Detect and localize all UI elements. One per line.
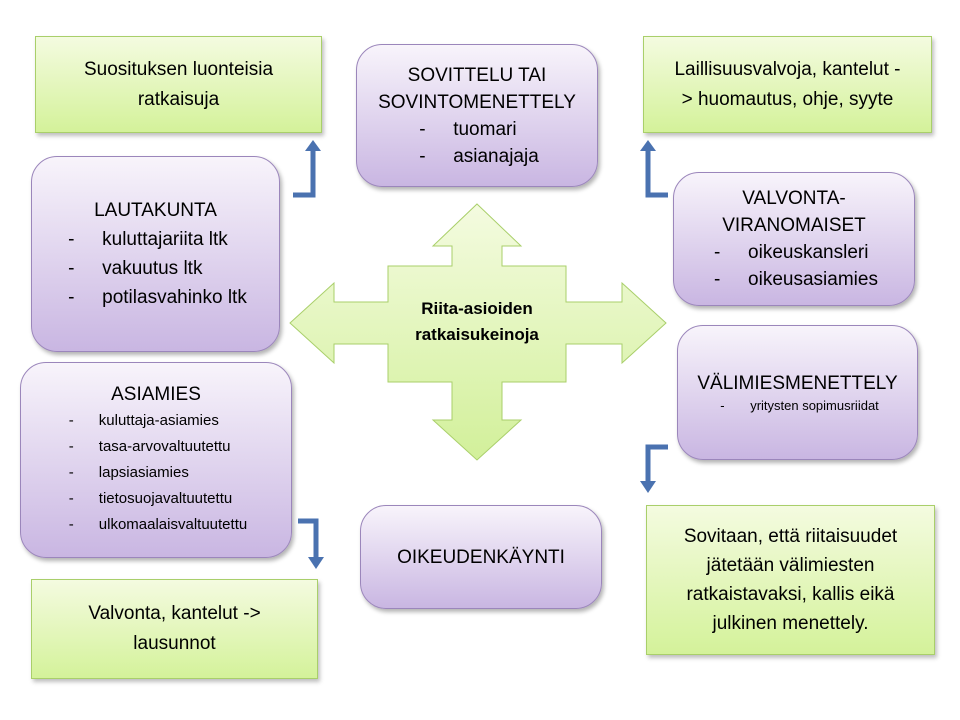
box-valimiesmenettely: VÄLIMIESMENETTELY - yritysten sopimusriid… bbox=[677, 325, 918, 460]
dash: - bbox=[68, 516, 74, 533]
item-text: potilasvahinko ltk bbox=[102, 287, 247, 308]
list-item: - tietosuojavaltuutettu bbox=[65, 486, 247, 512]
arrowhead-icon bbox=[308, 557, 324, 569]
dash: - bbox=[714, 242, 721, 263]
box-text: > huomautus, ohje, syyte bbox=[681, 88, 894, 110]
item-text: oikeuskansleri bbox=[748, 242, 869, 263]
box-suosituksen-ratkaisuja: Suosituksen luonteisia ratkaisuja bbox=[35, 36, 322, 133]
dash: - bbox=[68, 464, 74, 481]
box-oikeudenkaynti: OIKEUDENKÄYNTI bbox=[360, 505, 602, 609]
box-text: ratkaisuja bbox=[137, 88, 220, 110]
box-asiamies: ASIAMIES - kuluttaja-asiamies - tasa-arvov… bbox=[20, 362, 292, 558]
item-text: oikeusasiamies bbox=[748, 269, 878, 290]
elbow-arrow-down-right-icon bbox=[645, 444, 668, 482]
box-title: SOVINTOMENETTELY bbox=[378, 91, 576, 113]
list-item: - kuluttaja-asiamies bbox=[65, 408, 247, 434]
box-valvonta-kantelut: Valvonta, kantelut -> lausunnot bbox=[31, 579, 318, 679]
center-title-line: ratkaisukeinoja bbox=[415, 325, 539, 344]
box-title: ASIAMIES bbox=[111, 384, 201, 405]
item-text: asianajaja bbox=[453, 145, 539, 167]
four-way-arrow-icon bbox=[289, 203, 667, 461]
box-text: Valvonta, kantelut -> bbox=[88, 603, 261, 624]
box-title: LAUTAKUNTA bbox=[94, 200, 217, 221]
dash: - bbox=[68, 287, 75, 308]
box-sovittelu: SOVITTELU TAI SOVINTOMENETTELY -tuomari … bbox=[356, 44, 598, 187]
box-title: OIKEUDENKÄYNTI bbox=[397, 546, 565, 568]
list-item: - tasa-arvovaltuutettu bbox=[65, 434, 247, 460]
box-text: Suosituksen luonteisia bbox=[83, 58, 274, 80]
dash: - bbox=[68, 490, 74, 507]
arrowhead-icon bbox=[640, 481, 656, 493]
center-title: Riita-asioiden ratkaisukeinoja bbox=[388, 296, 566, 348]
box-title: VÄLIMIESMENETTELY bbox=[697, 373, 898, 394]
arrowhead-icon bbox=[305, 140, 321, 151]
list-item: - ulkomaalaisvaltuutettu bbox=[65, 512, 247, 538]
elbow-arrow-down-left-icon bbox=[298, 518, 319, 558]
box-sovitaan: Sovitaan, että riitaisuudet jätetään väl… bbox=[646, 505, 935, 655]
elbow-arrow-up-right-icon bbox=[645, 150, 668, 198]
item-text: vakuutus ltk bbox=[102, 258, 203, 279]
item-text: kuluttajariita ltk bbox=[102, 229, 228, 250]
box-text: lausunnot bbox=[133, 633, 216, 654]
item-text: yritysten sopimusriidat bbox=[750, 398, 879, 413]
item-text: tietosuojavaltuutettu bbox=[98, 490, 233, 507]
item-text: ulkomaalaisvaltuutettu bbox=[98, 516, 248, 533]
list-item: - yritysten sopimusriidat bbox=[716, 397, 879, 415]
dash: - bbox=[720, 398, 725, 413]
box-lautakunta: LAUTAKUNTA - kuluttajariita ltk - vakuutus… bbox=[31, 156, 280, 352]
dash: - bbox=[68, 258, 75, 279]
dash: - bbox=[419, 118, 426, 140]
list-item: - asianajaja bbox=[415, 143, 539, 170]
item-text: lapsiasiamies bbox=[98, 464, 189, 481]
box-text: Sovitaan, että riitaisuudet bbox=[683, 526, 898, 547]
box-text: jätetään välimiesten bbox=[706, 555, 875, 576]
box-laillisuusvalvoja: Laillisuusvalvoja, kantelut - > huomautu… bbox=[643, 36, 932, 133]
list-item: - potilasvahinko ltk bbox=[64, 283, 247, 312]
list-item: - oikeuskansleri bbox=[710, 239, 878, 266]
box-title: VIRANOMAISET bbox=[722, 215, 866, 236]
center-title-line: Riita-asioiden bbox=[421, 299, 533, 318]
box-text: ratkaistavaksi, kallis eikä bbox=[686, 584, 895, 605]
arrowhead-icon bbox=[640, 140, 656, 151]
elbow-arrow-up-left-icon bbox=[293, 150, 316, 198]
box-text: Laillisuusvalvoja, kantelut - bbox=[674, 58, 901, 80]
item-text: tasa-arvovaltuutettu bbox=[98, 438, 231, 455]
box-title: SOVITTELU TAI bbox=[407, 64, 547, 86]
item-text: kuluttaja-asiamies bbox=[98, 412, 219, 429]
dash: - bbox=[68, 412, 74, 429]
list-item: - kuluttajariita ltk bbox=[64, 225, 247, 254]
item-text: tuomari bbox=[453, 118, 517, 140]
list-item: - lapsiasiamies bbox=[65, 460, 247, 486]
dash: - bbox=[68, 229, 75, 250]
box-title: VALVONTA- bbox=[742, 188, 846, 209]
dash: - bbox=[68, 438, 74, 455]
list-item: - tuomari bbox=[415, 116, 539, 143]
list-item: - vakuutus ltk bbox=[64, 254, 247, 283]
box-valvontaviranomaiset: VALVONTA- VIRANOMAISET - oikeuskansleri -… bbox=[673, 172, 915, 306]
box-text: julkinen menettely. bbox=[712, 613, 869, 634]
dash: - bbox=[419, 145, 426, 167]
list-item: - oikeusasiamies bbox=[710, 266, 878, 293]
dash: - bbox=[714, 269, 721, 290]
